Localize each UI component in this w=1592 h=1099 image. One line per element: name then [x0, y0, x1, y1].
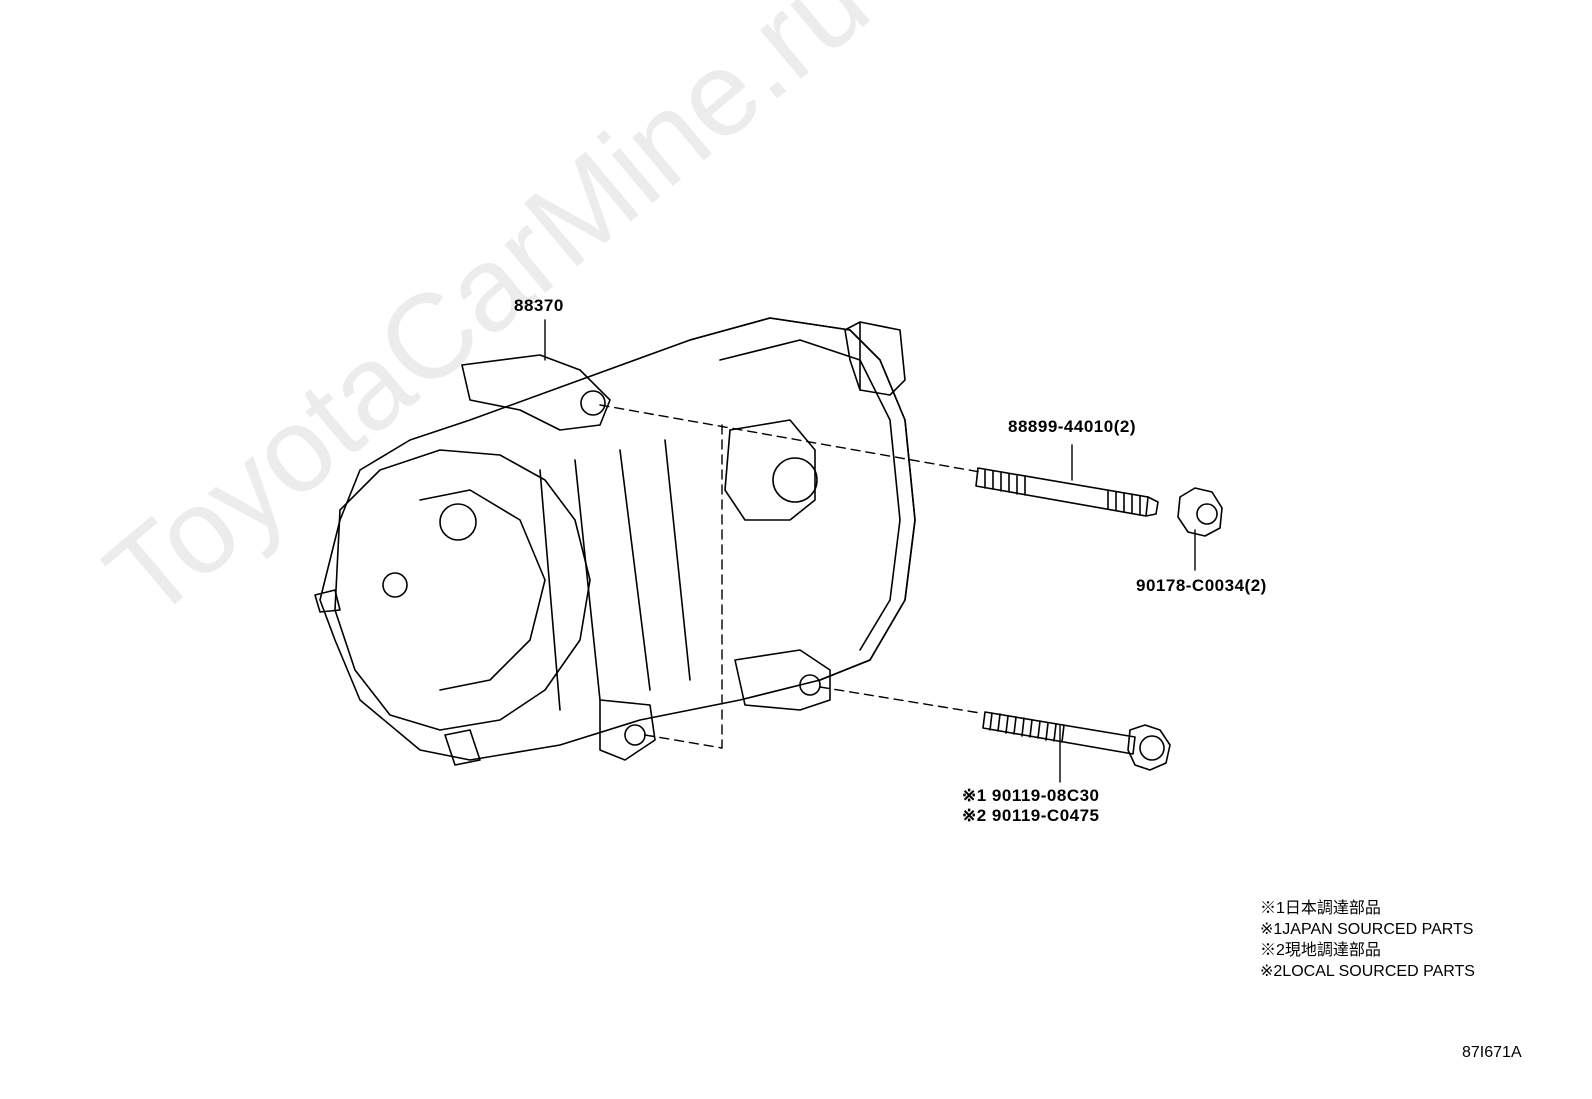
leader-lines [544, 319, 1196, 783]
alignment-lines [599, 404, 981, 749]
note-line: ※2LOCAL SOURCED PARTS [1260, 963, 1475, 980]
compressor-drawing [314, 317, 916, 766]
note-line: ※2現地調達部品 [1260, 942, 1381, 959]
nut-drawing [1177, 487, 1223, 537]
note-line: ※1JAPAN SOURCED PARTS [1260, 921, 1474, 938]
notes-block: ※1日本調達部品 ※1JAPAN SOURCED PARTS ※2現地調達部品 … [1260, 898, 1475, 982]
part-label-bolt-1: ※1 90119-08C30 [962, 786, 1100, 805]
part-label-compressor: 88370 [514, 296, 564, 315]
part-label-nut: 90178-C0034(2) [1136, 576, 1267, 595]
bolt-drawing [982, 711, 1171, 771]
figure-code: 87I671A [1462, 1044, 1522, 1061]
part-label-bolt-2: ※2 90119-C0475 [962, 806, 1100, 825]
note-line: ※1日本調達部品 [1260, 900, 1381, 917]
part-label-stud-bolt: 88899-44010(2) [1008, 417, 1136, 436]
stud-bolt-drawing [975, 467, 1159, 517]
